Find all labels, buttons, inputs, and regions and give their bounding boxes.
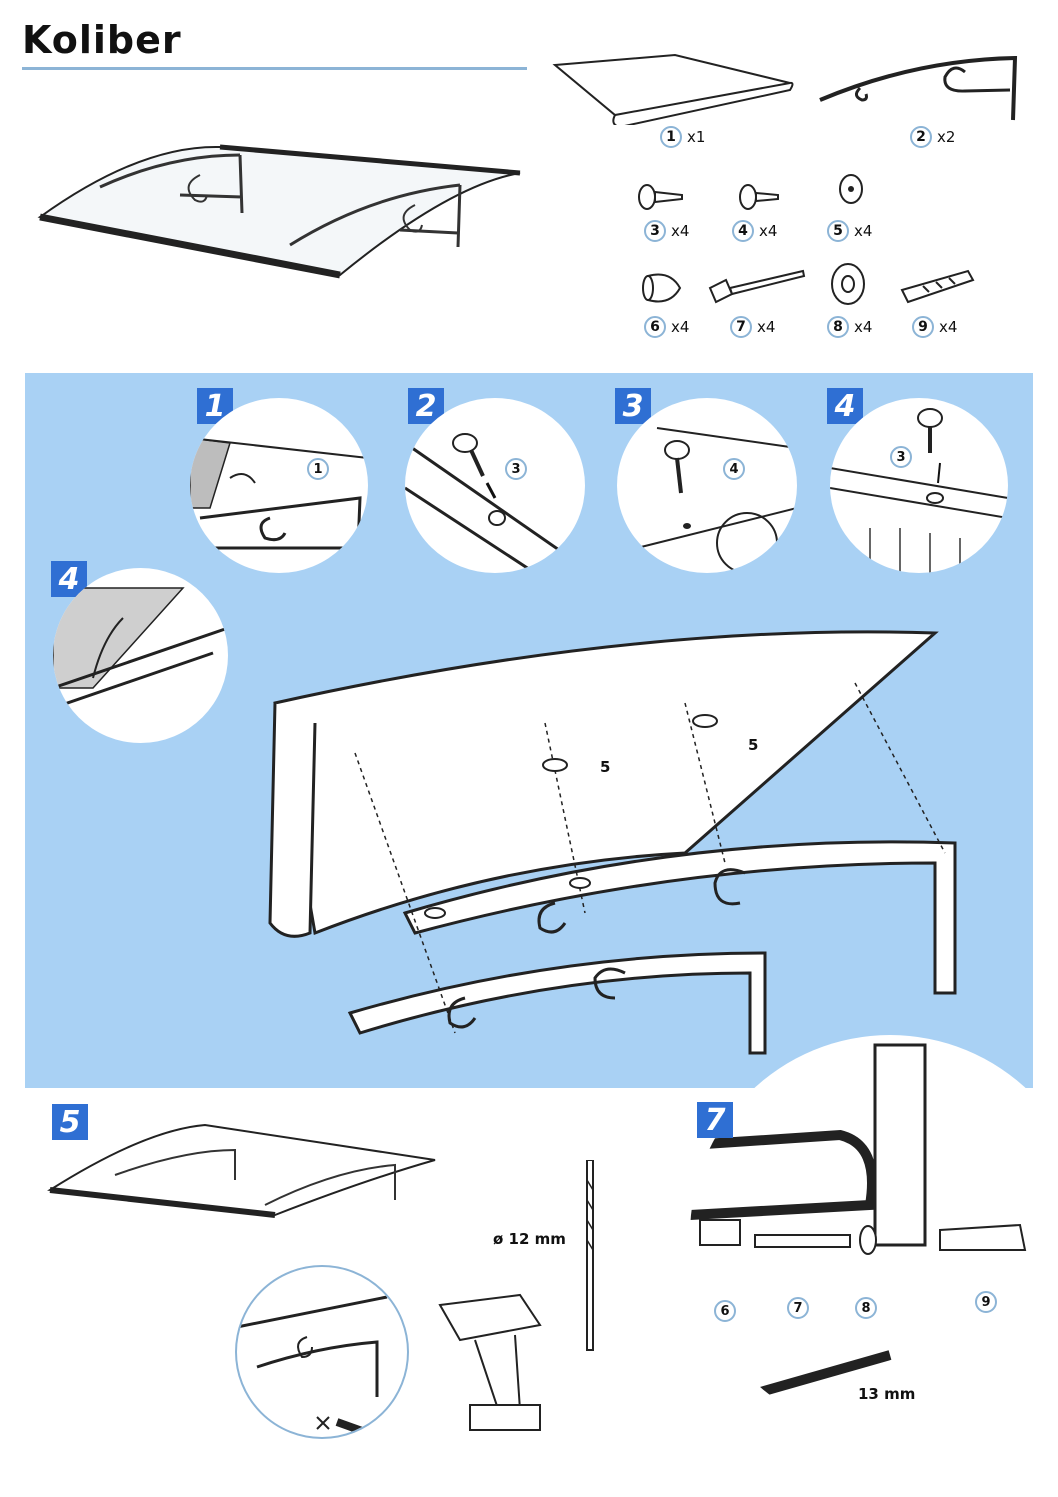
step-3-part-tag: 4 (723, 458, 745, 480)
wrench-size-label: 13 mm (858, 1385, 916, 1403)
washer-tag-a: 5 (600, 758, 611, 776)
drill-icon (430, 1285, 560, 1435)
washer-icon (836, 172, 866, 207)
step-3-detail: 4 (617, 398, 797, 573)
exploded-assembly: 5 5 (255, 613, 1015, 1073)
step-4-detail: 3 (830, 398, 1008, 573)
step-7-tag-7: 7 (787, 1297, 809, 1319)
peel-film-detail (53, 568, 228, 743)
step-7-detail: 6 7 8 9 13 mm (690, 1035, 1058, 1435)
page-title: Koliber (22, 18, 182, 62)
bracket-icon (815, 50, 1025, 125)
drill-diameter-label: ø 12 mm (493, 1230, 566, 1248)
step-2-part-tag: 3 (505, 458, 527, 480)
step-1-part-tag: 1 (307, 458, 329, 480)
flat-washer-icon (828, 262, 868, 307)
wall-plug-icon (898, 266, 978, 306)
step-4-part-tag: 3 (890, 446, 912, 468)
washer-tag-b: 5 (748, 736, 759, 754)
step-5-detail (235, 1265, 409, 1439)
step-5-badge: 5 (52, 1104, 88, 1140)
step-4-badge: 4 (827, 388, 863, 424)
step-1-detail: 1 (190, 398, 368, 573)
step-7-badge: 7 (697, 1102, 733, 1138)
assembly-panel: 1 2 3 4 4 1 3 (25, 373, 1033, 1088)
step-5-illustration (45, 1120, 445, 1220)
drill-bit-icon (575, 1160, 605, 1355)
step-7-tag-9: 9 (975, 1291, 997, 1313)
step-7-tag-6: 6 (714, 1300, 736, 1322)
washer-screw-icon (738, 180, 783, 215)
step-3-badge: 3 (615, 388, 651, 424)
cap-icon (640, 268, 685, 308)
screw-icon (637, 180, 687, 215)
lag-bolt-icon (708, 266, 808, 306)
step-7-tag-8: 8 (855, 1297, 877, 1319)
title-divider (22, 67, 527, 70)
step-2-detail: 3 (405, 398, 585, 573)
canopy-illustration (20, 135, 530, 285)
canopy-panel-icon (545, 45, 795, 125)
